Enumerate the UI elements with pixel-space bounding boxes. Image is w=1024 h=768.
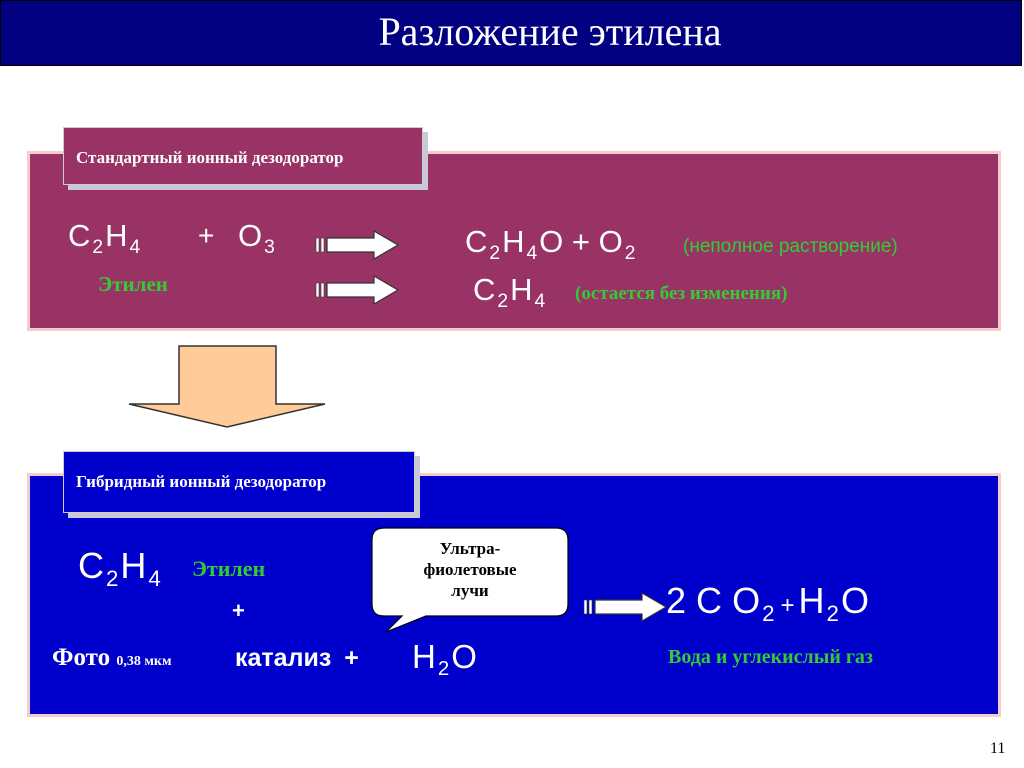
hybrid-water: H2O bbox=[412, 638, 477, 681]
hybrid-reactant-name: Этилен bbox=[192, 556, 266, 581]
uv-callout-bubble bbox=[371, 527, 569, 633]
page-number: 11 bbox=[990, 740, 1006, 757]
standard-plus: + bbox=[198, 220, 215, 251]
down-arrow-icon bbox=[128, 345, 326, 428]
standard-product1-note: (неполное растворение) bbox=[683, 236, 898, 257]
hybrid-product-note: Вода и углекислый газ bbox=[668, 646, 873, 668]
uv-callout-text: Ультра- фиолетовые лучи bbox=[423, 539, 517, 600]
hybrid-product: 2 C O2+H2O bbox=[666, 580, 869, 626]
hybrid-label: Гибридный ионный дезодоратор bbox=[63, 451, 415, 513]
hybrid-reactant: C2H4 bbox=[78, 545, 161, 591]
title-bar bbox=[0, 0, 1022, 66]
reaction-arrow-3 bbox=[583, 591, 668, 623]
hybrid-photo: Фото 0,38 мкм bbox=[52, 644, 172, 671]
standard-reactant-name: Этилен bbox=[98, 272, 168, 296]
standard-label: Стандартный ионный дезодоратор bbox=[63, 127, 423, 185]
slide-title: Разложение этилена bbox=[378, 9, 722, 54]
reaction-arrow-2 bbox=[315, 274, 400, 306]
hybrid-catalysis: катализ + bbox=[235, 644, 359, 672]
reaction-arrow-1 bbox=[315, 229, 400, 261]
hybrid-plus: + bbox=[232, 598, 245, 623]
standard-product2-note: (остается без изменения) bbox=[575, 283, 788, 304]
